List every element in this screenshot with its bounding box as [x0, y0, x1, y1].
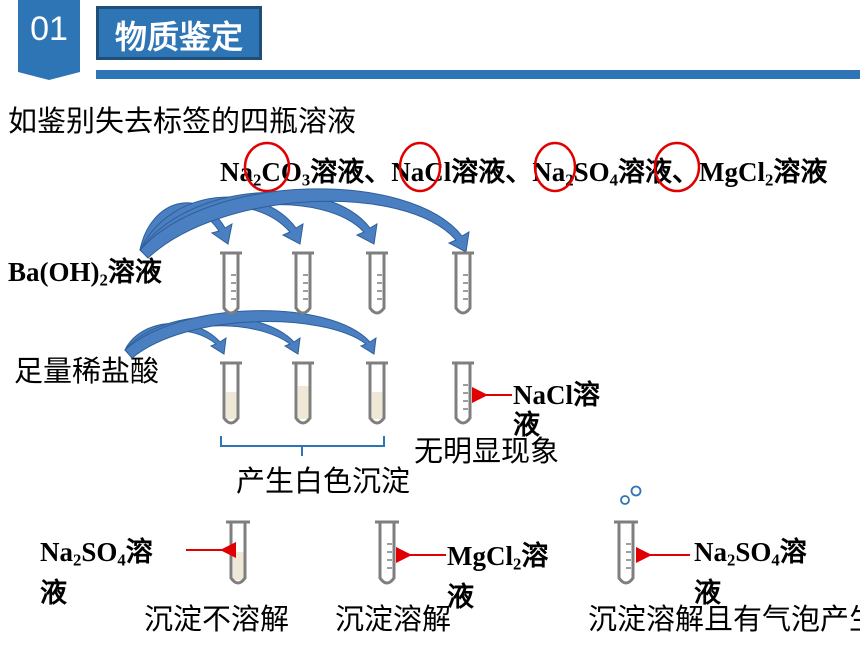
reagent2-arrows [124, 310, 377, 359]
grouping-bracket [220, 436, 385, 456]
section-number-badge [18, 0, 80, 80]
title-box [96, 6, 262, 60]
solution-nacl: NaCl溶液、 [391, 157, 533, 187]
no-change-text: 无明显现象 [414, 434, 560, 468]
test-tube [292, 251, 314, 315]
test-tube [452, 251, 474, 315]
solutions-line: Na2CO3溶液、NaCl溶液、Na2SO4溶液、MgCl2溶液 [220, 150, 860, 191]
nacl-result-label: NaCl溶液 [513, 380, 600, 440]
reagent1-arrows [139, 188, 470, 259]
highlight-circle [243, 141, 291, 193]
test-tube-row-1 [220, 251, 474, 315]
test-tube [226, 520, 250, 585]
result-na2so4-label: Na2SO4溶液 [40, 537, 153, 608]
sediment [298, 386, 309, 419]
test-tube [614, 520, 638, 585]
test-tube [366, 251, 388, 315]
result-mgcl2-label: MgCl2溶液 [447, 541, 549, 612]
result-na2co3-label: Na2SO4溶液 [694, 537, 807, 608]
white-precipitate-text: 产生白色沉淀 [236, 464, 411, 498]
sediment [372, 392, 383, 419]
result-insoluble-text: 沉淀不溶解 [144, 602, 290, 636]
sediment [233, 552, 244, 580]
highlight-circle [398, 141, 442, 193]
test-tube-row-2 [220, 361, 474, 425]
intro-text: 如鉴别失去标签的四瓶溶液 [8, 104, 357, 138]
solution-mgcl2: MgCl2溶液 [699, 157, 828, 190]
solution-na2co3: Na2CO3溶液、 [220, 157, 392, 190]
gas-bubble [630, 485, 642, 497]
test-tube [375, 520, 399, 585]
title-underline [96, 70, 860, 79]
test-tube [452, 361, 474, 425]
test-tube-row-3 [226, 485, 642, 585]
page-title: 物质鉴定 [114, 18, 243, 56]
test-tube [220, 251, 242, 315]
section-number: 01 [30, 10, 68, 48]
test-tube [220, 361, 242, 425]
highlight-circle [533, 141, 577, 193]
gas-bubble [620, 495, 630, 505]
highlight-circle [653, 141, 701, 193]
result-dissolve-text: 沉淀溶解 [335, 602, 452, 636]
sediment [226, 392, 237, 419]
test-tube [366, 361, 388, 425]
test-tube [292, 361, 314, 425]
reagent-baoh2: Ba(OH)2溶液 [8, 257, 162, 290]
result-gas-text: 沉淀溶解且有气泡产生 [588, 602, 860, 636]
reagent-hcl: 足量稀盐酸 [14, 354, 160, 388]
